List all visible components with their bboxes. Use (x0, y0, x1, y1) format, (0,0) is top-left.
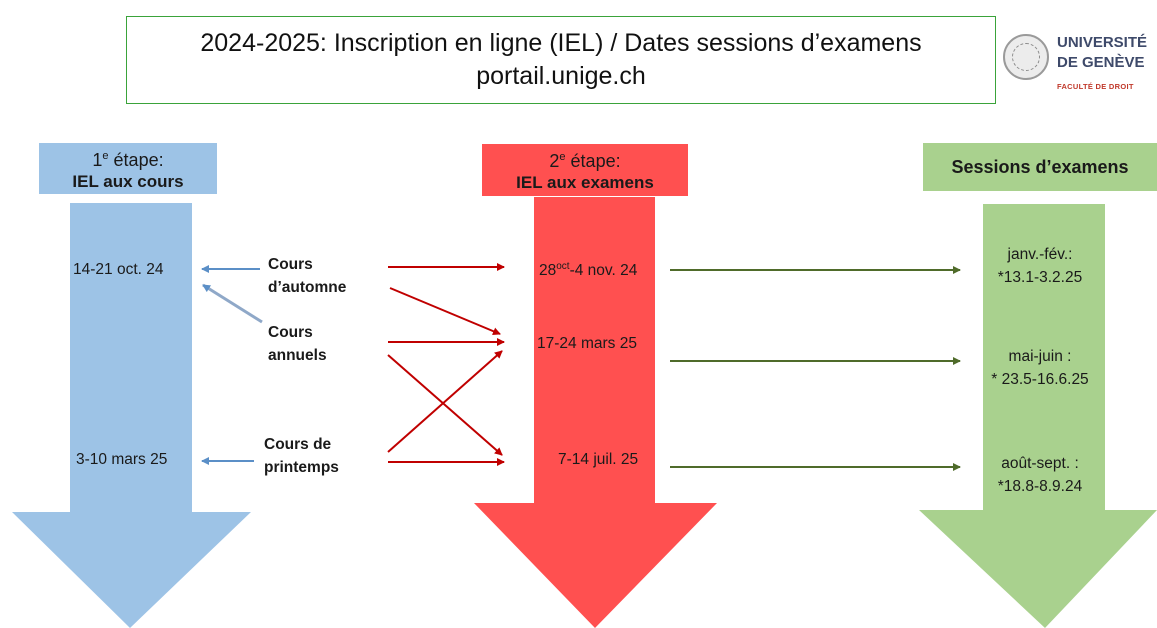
step3-subtitle: Sessions d’examens (951, 156, 1129, 177)
exam-registration-summer: 7-14 juil. 25 (558, 451, 639, 468)
green-down-arrow (919, 204, 1157, 628)
exam-registration-autumn: 28oct-4 nov. 24 (539, 261, 638, 280)
arrow-spring-to-march-exams (387, 350, 503, 453)
step1-subtitle: IEL aux cours (72, 171, 184, 191)
step2-header: 2e étape: IEL aux examens (482, 144, 688, 196)
blue-down-arrow (12, 203, 251, 628)
title-box: 2024-2025: Inscription en ligne (IEL) / … (126, 16, 996, 104)
logo-name-line2: DE GENÈVE (1057, 54, 1145, 71)
session-autumn: août-sept. : *18.8-8.9.24 (997, 455, 1083, 495)
logo-name-line1: UNIVERSITÉ (1057, 34, 1148, 51)
step2-subtitle: IEL aux examens (516, 173, 654, 192)
step2-number: 2 (549, 151, 560, 171)
portal-url: portail.unige.ch (476, 62, 646, 90)
step2-label: étape: (565, 151, 621, 171)
course-date-autumn: 14-21 oct. 24 (73, 261, 164, 278)
university-logo: UNIVERSITÉ DE GENÈVE FACULTÉ DE DROIT (1003, 28, 1157, 98)
page-title: 2024-2025: Inscription en ligne (IEL) / … (200, 29, 922, 57)
session-summer: mai-juin : * 23.5-16.6.25 (991, 348, 1089, 388)
step2-ordinal: e (559, 151, 566, 163)
course-type-autumn: Cours d’automne (268, 256, 347, 296)
red-down-arrow (474, 197, 717, 628)
step1-number: 1 (92, 149, 103, 170)
step1-label: étape: (108, 149, 164, 170)
university-seal-icon (1003, 34, 1049, 80)
arrow-annual-to-oct (202, 283, 263, 324)
course-date-spring: 3-10 mars 25 (76, 451, 168, 468)
step1-ordinal: e (102, 149, 109, 162)
session-winter: janv.-fév.: *13.1-3.2.25 (997, 246, 1083, 286)
exam-registration-spring: 17-24 mars 25 (537, 335, 637, 352)
arrow-annual-to-july-exams (387, 354, 503, 456)
arrow-autumn-to-march-exams (389, 287, 501, 335)
step3-header: Sessions d’examens (923, 143, 1157, 191)
logo-faculty: FACULTÉ DE DROIT (1057, 82, 1134, 91)
course-type-spring: Cours de printemps (264, 436, 339, 476)
course-type-annual: Cours annuels (268, 324, 327, 364)
step1-header: 1e étape: IEL aux cours (39, 143, 217, 194)
